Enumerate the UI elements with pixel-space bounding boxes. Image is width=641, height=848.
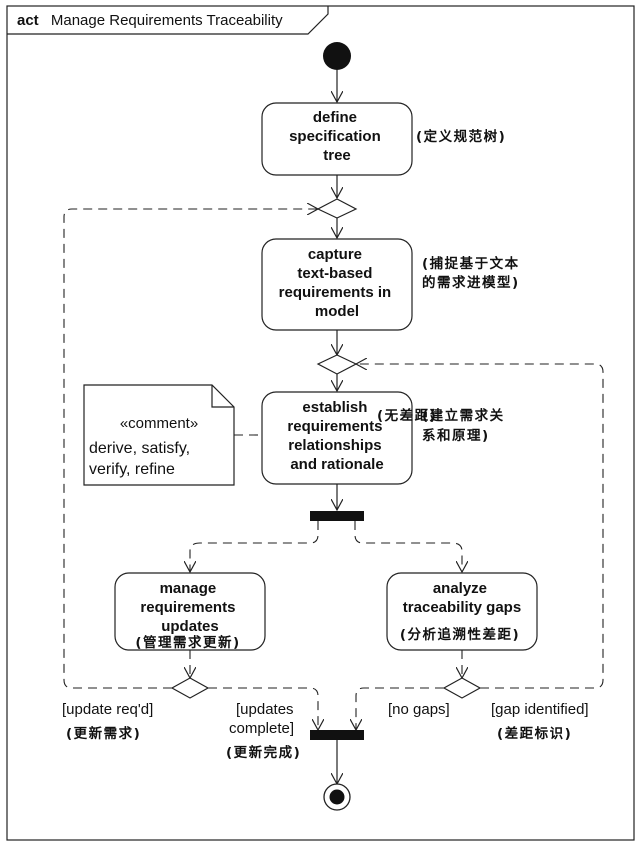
decision-node-updates bbox=[170, 677, 210, 699]
analyze-cn-label: (分析追溯性差距) bbox=[400, 626, 520, 643]
initial-node bbox=[323, 42, 351, 70]
analyze-label: analyze traceability gaps bbox=[403, 580, 521, 616]
capture-cn-label: (捕捉基于文本 的需求进模型) bbox=[422, 255, 526, 291]
guard-no-gaps: [no gaps] bbox=[388, 701, 450, 718]
flow-fork-to-manage bbox=[190, 521, 319, 572]
flow-update-required-loop bbox=[63, 209, 318, 689]
flow-updates-complete bbox=[208, 687, 318, 730]
frame-name: Manage Requirements Traceability bbox=[51, 12, 283, 29]
guard-updates-complete-cn: (更新完成) bbox=[226, 744, 301, 761]
comment-note-fold bbox=[211, 385, 234, 408]
manage-label: manage requirements updates bbox=[140, 580, 239, 635]
comment-stereotype: «comment» bbox=[120, 415, 198, 432]
frame-title-tab bbox=[7, 6, 329, 35]
frame-keyword: act bbox=[17, 12, 39, 29]
establish-label: establish requirements relationships and… bbox=[287, 399, 386, 473]
define-cn-label: (定义规范树) bbox=[416, 128, 506, 145]
action-analyze-gaps bbox=[386, 572, 538, 651]
capture-label: capture text-based requirements in model bbox=[279, 246, 396, 320]
action-define-specification-tree bbox=[261, 102, 413, 176]
fork-bar bbox=[310, 511, 364, 521]
frame-title: act Manage Requirements Traceability bbox=[17, 12, 283, 29]
comment-note bbox=[83, 384, 235, 486]
define-label: define specification tree bbox=[289, 109, 385, 164]
guard-gap-identified: [gap identified] bbox=[491, 701, 589, 718]
action-establish-relationships bbox=[261, 391, 413, 485]
action-capture-requirements bbox=[261, 238, 413, 331]
guard-gap-identified-cn: (差距标识) bbox=[497, 725, 572, 742]
guard-update-required: [update req'd] bbox=[62, 701, 153, 718]
flow-fork-to-analyze bbox=[354, 521, 462, 572]
action-manage-updates bbox=[114, 572, 266, 651]
decision-node-gaps bbox=[442, 677, 482, 699]
join-bar bbox=[310, 730, 364, 740]
guard-updates-complete: [updates complete] bbox=[229, 701, 298, 737]
flow-no-gaps bbox=[356, 687, 444, 730]
diagram-frame bbox=[6, 5, 635, 841]
manage-cn-label: (管理需求更新) bbox=[135, 634, 240, 651]
merge-node-1 bbox=[316, 198, 358, 219]
establish-cn-label: (建立需求关 系和原理) bbox=[422, 407, 511, 444]
final-node-center bbox=[329, 789, 345, 805]
guard-update-required-cn: (更新需求) bbox=[66, 725, 141, 742]
merge-node-2 bbox=[316, 354, 358, 375]
comment-body: derive, satisfy, verify, refine bbox=[89, 440, 195, 478]
no-gaps-cn-label: (无差距) bbox=[377, 407, 437, 424]
